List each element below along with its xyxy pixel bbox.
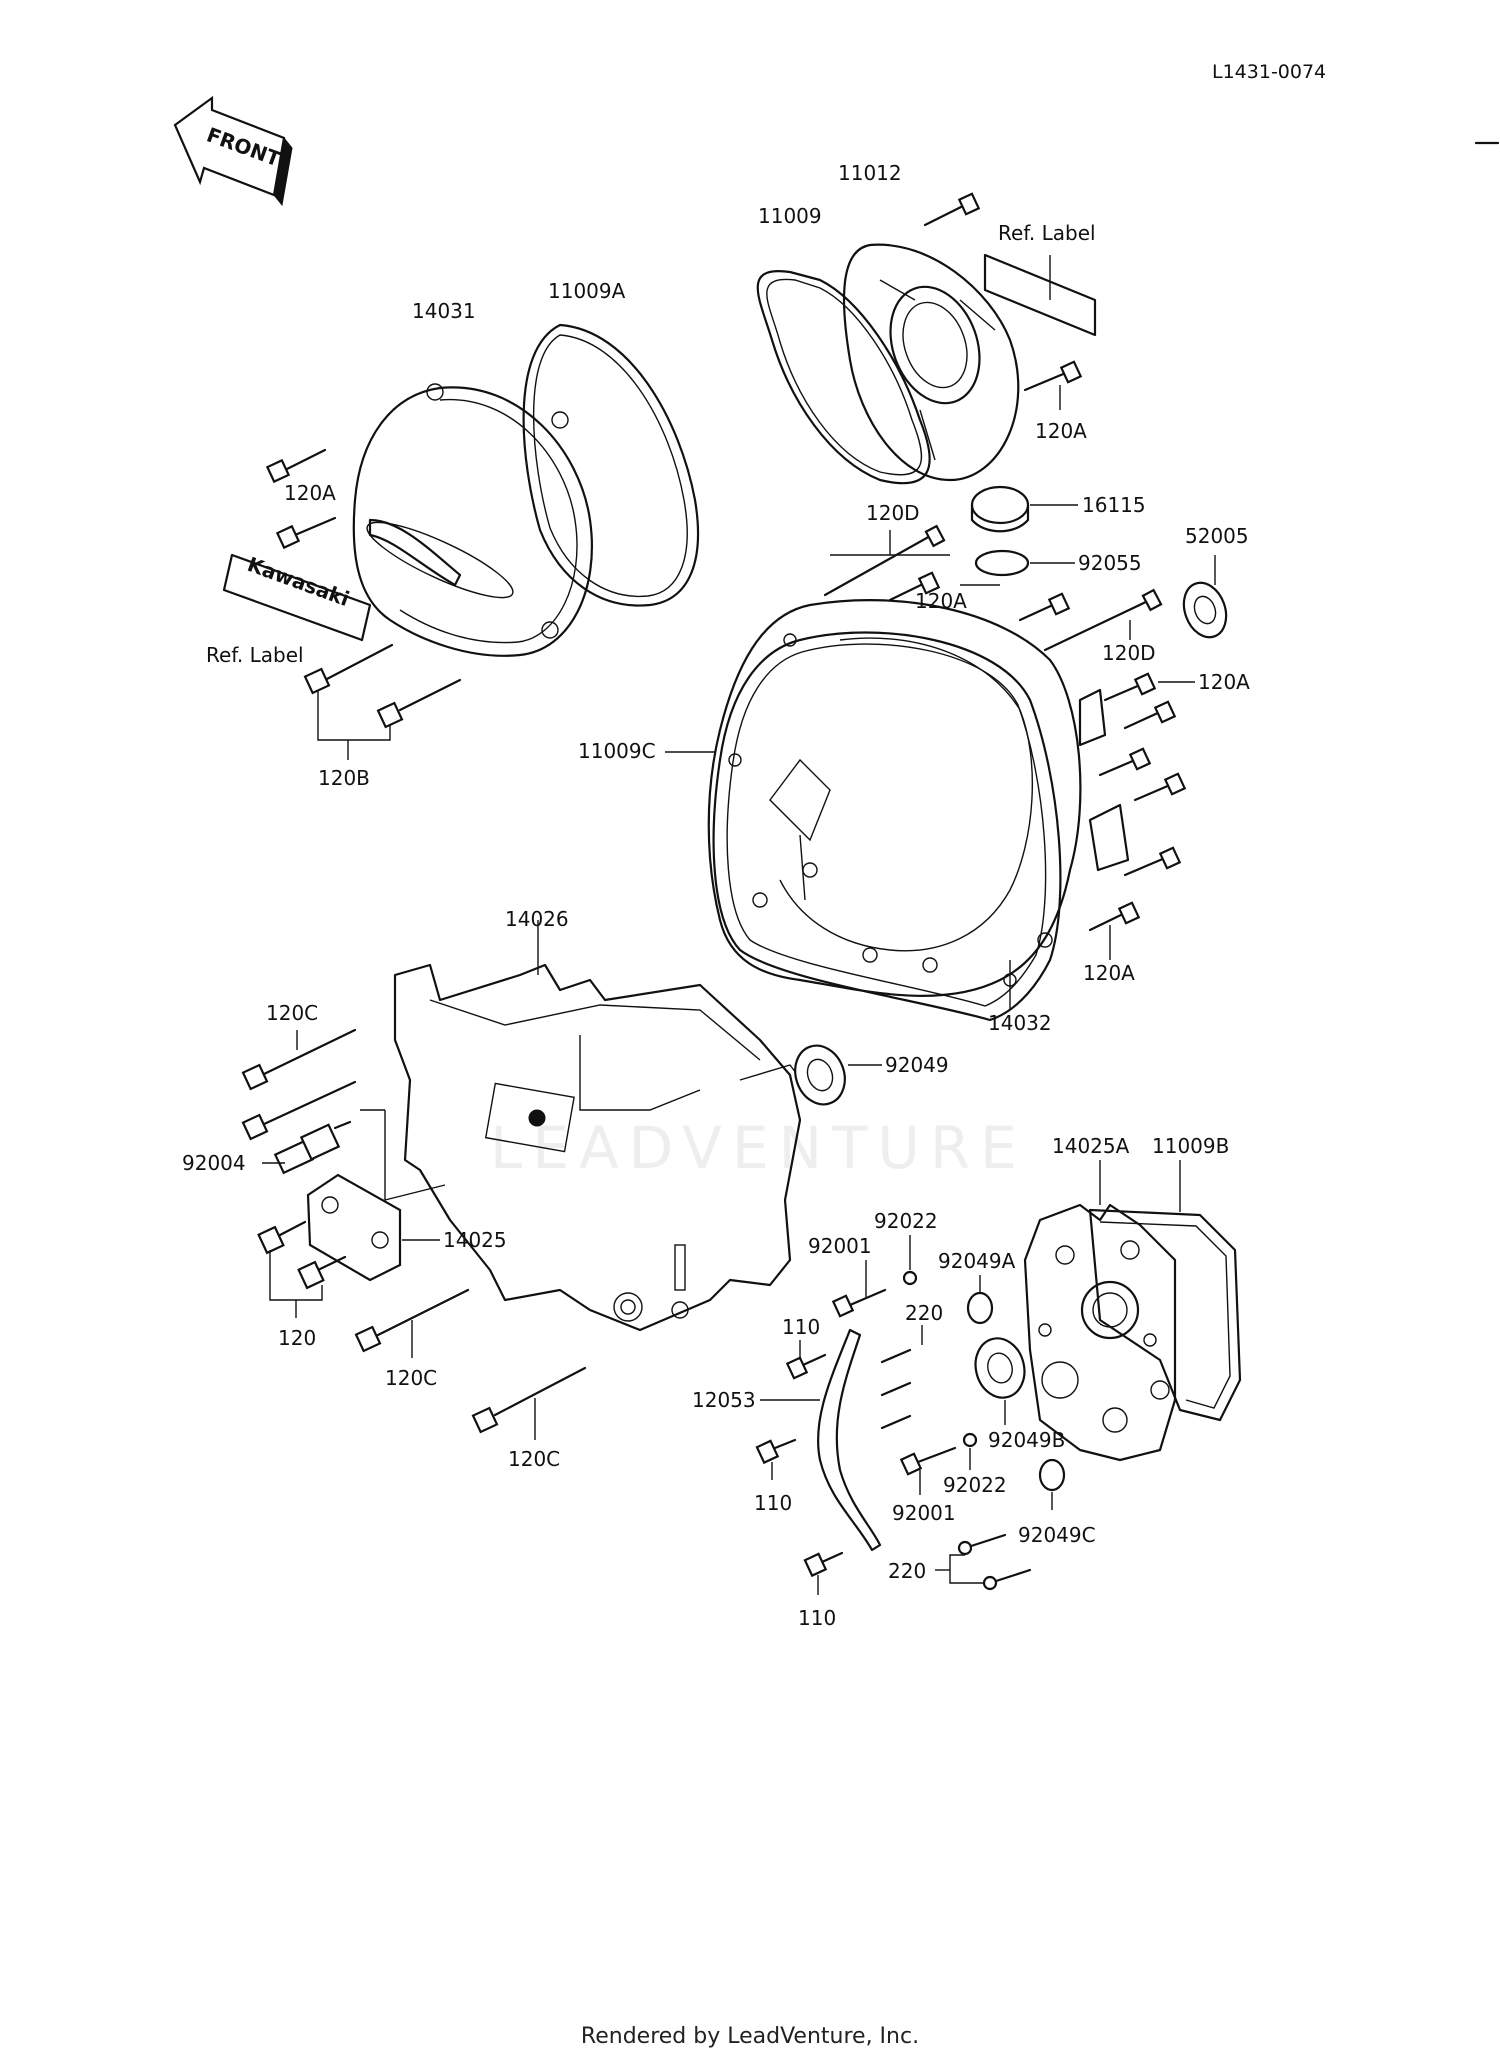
bolts-220-bot <box>935 1533 1032 1591</box>
part-92004-switch <box>262 1109 386 1200</box>
part-92049-seal <box>794 1044 882 1106</box>
diagram-code: L1431-0074 <box>1212 61 1326 83</box>
callout-92001-bot: 92001 <box>892 1501 956 1525</box>
bolt-120A-mid <box>888 571 941 602</box>
bolt-120D-2 <box>1043 588 1163 652</box>
bolt-110-top <box>785 1340 827 1380</box>
callout-120C-top: 120C <box>266 1001 318 1025</box>
footer-credit: Rendered by LeadVenture, Inc. <box>580 2024 920 2049</box>
callout-ref-label-left: Ref. Label <box>206 643 304 667</box>
bolt-120C-bot <box>471 1366 587 1440</box>
callout-12053: 12053 <box>692 1388 756 1412</box>
callout-120A-mid: 120A <box>915 589 967 613</box>
part-92049A-seal <box>966 1275 994 1325</box>
callout-11009A: 11009A <box>548 279 626 303</box>
callout-11009B: 11009B <box>1152 1134 1229 1158</box>
callout-220-top: 220 <box>905 1301 943 1325</box>
callout-92049B: 92049B <box>988 1428 1065 1452</box>
callout-120C-mid: 120C <box>385 1366 437 1390</box>
part-14032-clutch-cover <box>665 599 1082 1010</box>
callout-14032: 14032 <box>988 1011 1052 1035</box>
ref-label-plate-top <box>983 253 1097 337</box>
part-11012-cover <box>842 243 1020 482</box>
callout-92055: 92055 <box>1078 551 1142 575</box>
callout-110-top: 110 <box>782 1315 820 1339</box>
part-12053-chain-guide <box>760 1328 882 1552</box>
callout-14025A: 14025A <box>1052 1134 1130 1158</box>
part-92049C-seal <box>1038 1458 1066 1510</box>
bolt-92001-bot <box>899 1446 957 1495</box>
callout-120D-top: 120D <box>866 501 920 525</box>
bolts-120C-top <box>241 1028 357 1141</box>
bolt-110-mid <box>755 1438 797 1480</box>
callout-120C-bot: 120C <box>508 1447 560 1471</box>
bolt-120B-1 <box>303 643 394 695</box>
bolts-120A-right <box>1088 672 1195 960</box>
watermark: LEADVENTURE <box>490 1114 1027 1182</box>
callout-16115: 16115 <box>1082 493 1146 517</box>
bolt-92001-top <box>831 1260 887 1318</box>
part-14025A-cover <box>1023 1160 1177 1462</box>
callout-120: 120 <box>278 1326 316 1350</box>
callout-14025: 14025 <box>443 1228 507 1252</box>
clip-lower <box>1088 803 1130 872</box>
bolt-120A-mid-2 <box>1018 592 1071 622</box>
callout-92049A: 92049A <box>938 1249 1016 1273</box>
part-92022-washer-top <box>902 1235 918 1286</box>
leader-120B <box>317 690 391 741</box>
bolt-120A-left-1 <box>265 448 327 484</box>
bolts-220-top <box>880 1325 923 1430</box>
callout-92004: 92004 <box>182 1151 246 1175</box>
bolt-120A-top-1 <box>923 192 981 227</box>
callout-92022-top: 92022 <box>874 1209 938 1233</box>
bolt-120A-top-2 <box>1023 360 1083 410</box>
part-92049B-seal <box>974 1337 1026 1425</box>
part-14025-plate <box>306 1173 446 1282</box>
callout-92001-top: 92001 <box>808 1234 872 1258</box>
callout-14031: 14031 <box>412 299 476 323</box>
callout-110-mid: 110 <box>754 1491 792 1515</box>
part-92055-o-ring <box>974 549 1075 577</box>
callout-120B: 120B <box>318 766 370 790</box>
callout-11009: 11009 <box>758 204 822 228</box>
bolt-120C-mid <box>354 1288 470 1358</box>
callout-120D-right: 120D <box>1102 641 1156 665</box>
part-14031-cover <box>352 383 593 657</box>
callout-120A-left: 120A <box>284 481 336 505</box>
bolt-120B-2 <box>376 678 462 729</box>
part-11009A-gasket <box>522 323 700 607</box>
callout-120A-right1: 120A <box>1198 670 1250 694</box>
bolt-120D-1 <box>823 524 946 597</box>
bolt-120A-left-2 <box>275 516 337 550</box>
part-92022-washer-bot <box>962 1432 978 1470</box>
front-arrow: FRONT <box>173 95 293 207</box>
part-11009-gasket <box>756 270 931 485</box>
bolts-120 <box>257 1220 347 1318</box>
callout-92049: 92049 <box>885 1053 949 1077</box>
callout-ref-label-top: Ref. Label <box>998 221 1096 245</box>
callout-92022-bot: 92022 <box>943 1473 1007 1497</box>
callout-14026: 14026 <box>505 907 569 931</box>
callout-11012: 11012 <box>838 161 902 185</box>
callout-52005: 52005 <box>1185 524 1249 548</box>
callout-120A-top: 120A <box>1035 419 1087 443</box>
part-11009B-gasket <box>1088 1160 1242 1422</box>
callout-11009C: 11009C <box>578 739 656 763</box>
part-16115-oil-cap <box>970 485 1078 533</box>
clip-upper <box>1078 688 1107 747</box>
bolt-110-bot <box>803 1551 844 1595</box>
part-52005-seal <box>1182 555 1228 639</box>
part-14026-sprocket-cover <box>393 920 806 1332</box>
callout-120A-right2: 120A <box>1083 961 1135 985</box>
kawasaki-badge: Kawasaki <box>222 552 372 642</box>
part-11009C-gasket <box>712 631 1062 1022</box>
callout-220-bot: 220 <box>888 1559 926 1583</box>
callout-92049C: 92049C <box>1018 1523 1096 1547</box>
callout-110-bot: 110 <box>798 1606 836 1630</box>
